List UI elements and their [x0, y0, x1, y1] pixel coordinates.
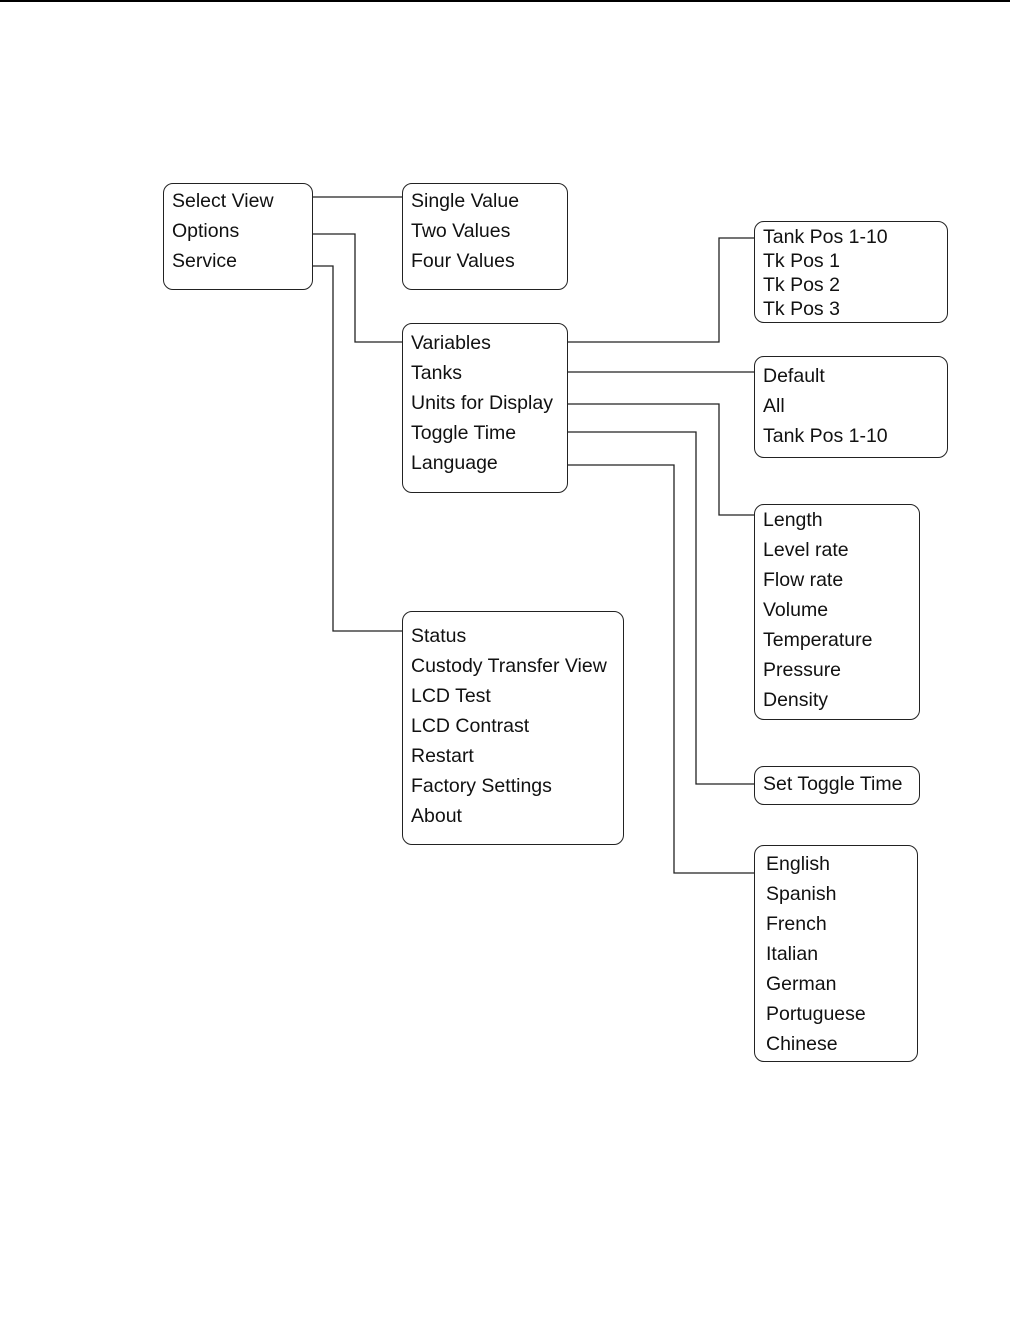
menu-item-chinese[interactable]: Chinese	[766, 1033, 838, 1055]
connector-options	[313, 233, 402, 343]
menu-item-default[interactable]: Default	[763, 365, 825, 387]
menu-item-variables[interactable]: Variables	[411, 332, 491, 354]
menu-item-four-values[interactable]: Four Values	[411, 250, 515, 272]
menu-item-pressure[interactable]: Pressure	[763, 659, 842, 681]
connector-variables	[568, 237, 754, 343]
menu-item-custody-transfer-view[interactable]: Custody Transfer View	[411, 655, 607, 677]
top-rule	[0, 0, 1010, 2]
menu-item-temperature[interactable]: Temperature	[763, 629, 873, 651]
service-menu: Status Custody Transfer View LCD Test LC…	[402, 611, 624, 845]
menu-item-service[interactable]: Service	[172, 250, 238, 272]
variables-menu: Tank Pos 1-10 Tk Pos 1 Tk Pos 2 Tk Pos 3	[754, 221, 948, 323]
menu-item-restart[interactable]: Restart	[411, 745, 474, 767]
menu-item-units-for-display[interactable]: Units for Display	[411, 392, 553, 414]
menu-item-about[interactable]: About	[411, 805, 462, 827]
menu-item-english[interactable]: English	[766, 853, 830, 875]
menu-item-italian[interactable]: Italian	[766, 943, 819, 965]
menu-item-tanks-tank-pos-1-10[interactable]: Tank Pos 1-10	[763, 425, 888, 447]
tanks-menu: Default All Tank Pos 1-10	[754, 356, 948, 458]
root-menu: Select View Options Service	[163, 183, 313, 290]
menu-item-french[interactable]: French	[766, 913, 827, 935]
menu-item-select-view[interactable]: Select View	[172, 190, 274, 212]
menu-item-tk-pos-1[interactable]: Tk Pos 1	[763, 250, 840, 272]
menu-item-two-values[interactable]: Two Values	[411, 220, 511, 242]
menu-item-lcd-test[interactable]: LCD Test	[411, 685, 491, 707]
menu-item-length[interactable]: Length	[763, 509, 823, 531]
menu-item-tk-pos-2[interactable]: Tk Pos 2	[763, 274, 840, 296]
menu-item-spanish[interactable]: Spanish	[766, 883, 837, 905]
options-menu: Variables Tanks Units for Display Toggle…	[402, 323, 568, 493]
select-view-menu: Single Value Two Values Four Values	[402, 183, 568, 290]
connector-language	[568, 464, 754, 874]
connector-service	[313, 265, 402, 632]
connector-units	[568, 403, 754, 516]
menu-item-density[interactable]: Density	[763, 689, 829, 711]
language-menu: English Spanish French Italian German Po…	[754, 845, 918, 1062]
menu-item-flow-rate[interactable]: Flow rate	[763, 569, 844, 591]
menu-item-lcd-contrast[interactable]: LCD Contrast	[411, 715, 530, 737]
menu-item-tanks[interactable]: Tanks	[411, 362, 462, 384]
menu-item-options[interactable]: Options	[172, 220, 240, 242]
menu-item-status[interactable]: Status	[411, 625, 467, 647]
menu-item-language[interactable]: Language	[411, 452, 498, 474]
menu-item-level-rate[interactable]: Level rate	[763, 539, 849, 561]
toggle-time-menu: Set Toggle Time	[754, 766, 920, 805]
menu-item-factory-settings[interactable]: Factory Settings	[411, 775, 552, 797]
menu-item-toggle-time[interactable]: Toggle Time	[411, 422, 517, 444]
menu-item-tank-pos-1-10[interactable]: Tank Pos 1-10	[763, 226, 888, 248]
menu-item-single-value[interactable]: Single Value	[411, 190, 520, 212]
connector-toggle-time	[568, 431, 754, 785]
menu-item-volume[interactable]: Volume	[763, 599, 829, 621]
menu-item-german[interactable]: German	[766, 973, 837, 995]
menu-item-tk-pos-3[interactable]: Tk Pos 3	[763, 298, 840, 320]
menu-item-all[interactable]: All	[763, 395, 785, 417]
menu-item-set-toggle-time[interactable]: Set Toggle Time	[763, 773, 903, 795]
menu-item-portuguese[interactable]: Portuguese	[766, 1003, 866, 1025]
units-for-display-menu: Length Level rate Flow rate Volume Tempe…	[754, 504, 920, 720]
